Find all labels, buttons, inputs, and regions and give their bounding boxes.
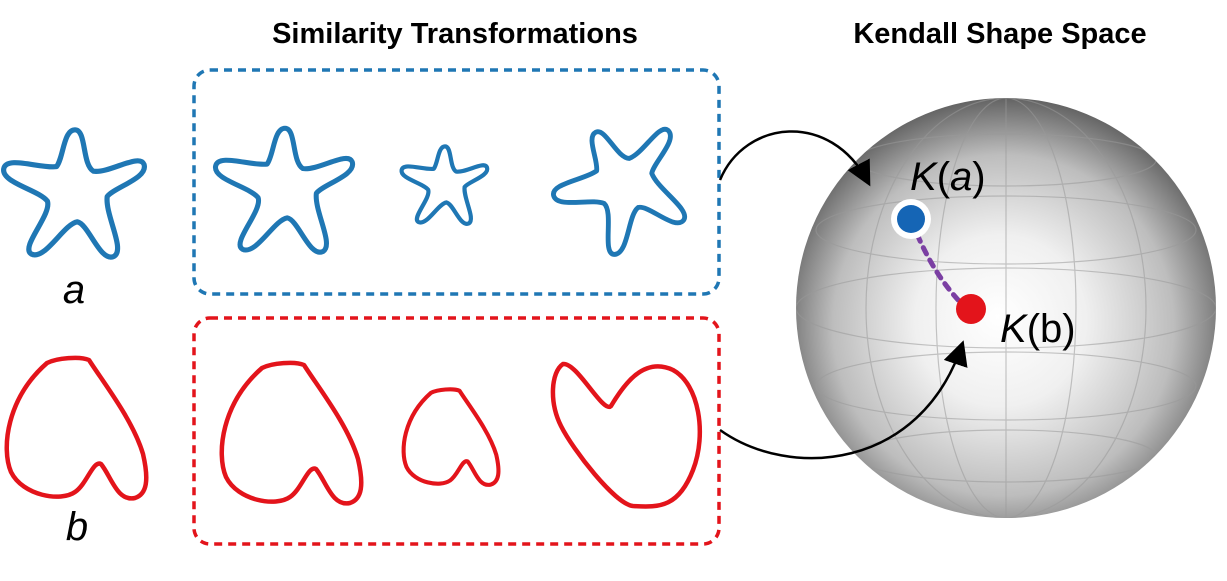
shape-a-transform-1 bbox=[215, 128, 352, 252]
arrow-a-to-sphere bbox=[718, 130, 871, 187]
shape-b bbox=[7, 358, 147, 499]
shape-b-transform-3 bbox=[553, 364, 700, 507]
shape-b-transform-2 bbox=[404, 389, 499, 485]
transformations-b-box bbox=[192, 316, 721, 546]
kendall-shape-space-heading: Kendall Shape Space bbox=[853, 18, 1146, 50]
shape-a bbox=[4, 130, 145, 257]
point-k-b bbox=[956, 294, 986, 324]
shape-a-transform-3 bbox=[536, 102, 709, 270]
similarity-transformations-heading: Similarity Transformations bbox=[272, 18, 638, 50]
point-k-a bbox=[897, 205, 925, 233]
point-k-b-label: K(b) bbox=[1000, 307, 1076, 351]
transformations-a-box bbox=[192, 68, 721, 296]
shape-b-label: b bbox=[66, 505, 88, 549]
shape-b-transform-1 bbox=[222, 363, 362, 504]
shape-a-transform-2 bbox=[402, 146, 488, 223]
arrow-b-to-sphere bbox=[719, 340, 968, 460]
geodesic-path bbox=[909, 219, 969, 311]
point-k-a-label: K(a) bbox=[910, 155, 986, 199]
shape-a-label: a bbox=[63, 268, 85, 312]
